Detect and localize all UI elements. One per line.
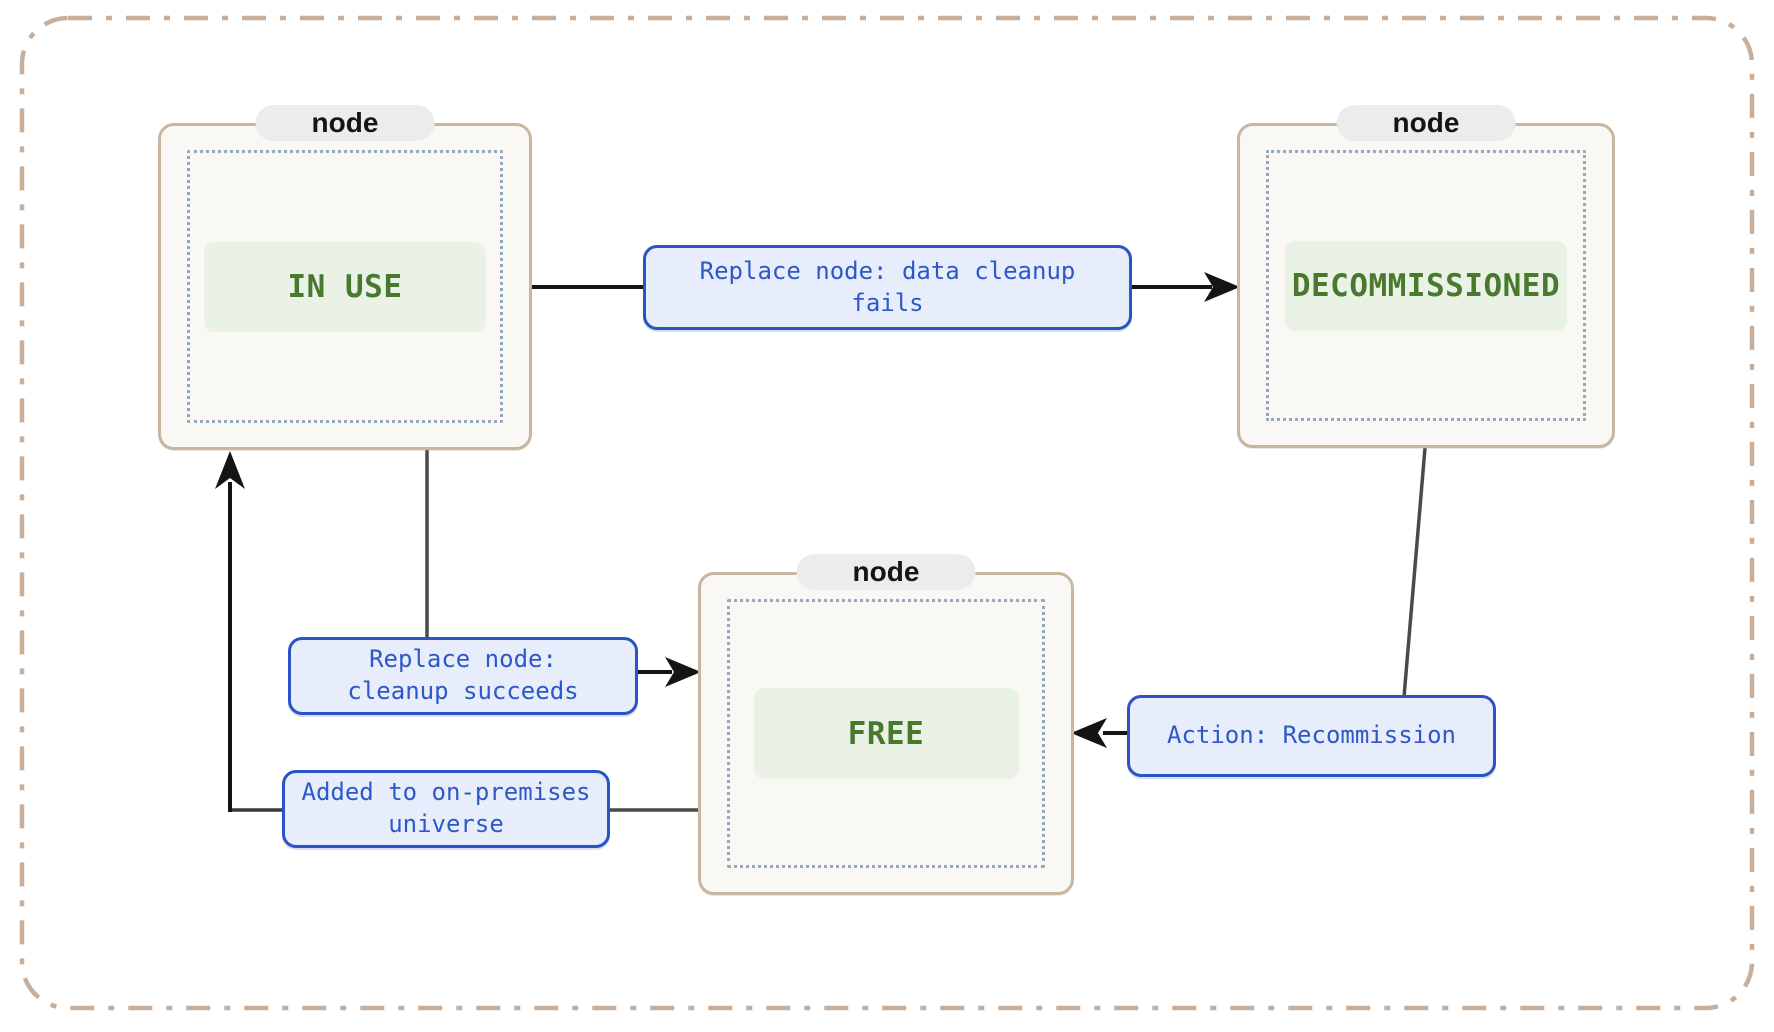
node-dotted-inner: FREE xyxy=(727,599,1045,868)
node-dotted-inner: IN USE xyxy=(187,150,503,423)
edge-label-replace-node-cleanup-succeeds: Replace node: cleanup succeeds xyxy=(288,637,638,715)
node-dotted-inner: DECOMMISSIONED xyxy=(1266,150,1586,421)
edge-label-action-recommission: Action: Recommission xyxy=(1127,695,1496,777)
edge-label-replace-node-cleanup-fails: Replace node: data cleanup fails xyxy=(643,245,1132,330)
state-label-free: FREE xyxy=(753,688,1019,779)
edge-label-added-to-on-premises-universe: Added to on-premises universe xyxy=(282,770,610,848)
node-type-badge: node xyxy=(796,554,976,590)
state-label-decommissioned: DECOMMISSIONED xyxy=(1285,240,1567,331)
arrowhead-up-into-inuse xyxy=(215,451,245,489)
edge-line-decommissioned-to-recommission-label xyxy=(1402,447,1427,698)
node-type-badge-label: node xyxy=(311,107,379,138)
node-type-badge: node xyxy=(1336,105,1516,141)
node-type-badge: node xyxy=(255,105,435,141)
arrowhead-right-into-decommissioned xyxy=(1204,272,1240,302)
state-node-decommissioned: node DECOMMISSIONED xyxy=(1237,105,1615,448)
state-node-in-use: node IN USE xyxy=(158,105,532,450)
node-type-badge-label: node xyxy=(852,556,920,587)
state-node-free: node FREE xyxy=(698,554,1074,895)
node-type-badge-label: node xyxy=(1392,107,1460,138)
arrowhead-left-into-free xyxy=(1071,718,1107,748)
arrowhead-right-into-free xyxy=(665,657,701,687)
state-label-in-use: IN USE xyxy=(204,241,486,332)
